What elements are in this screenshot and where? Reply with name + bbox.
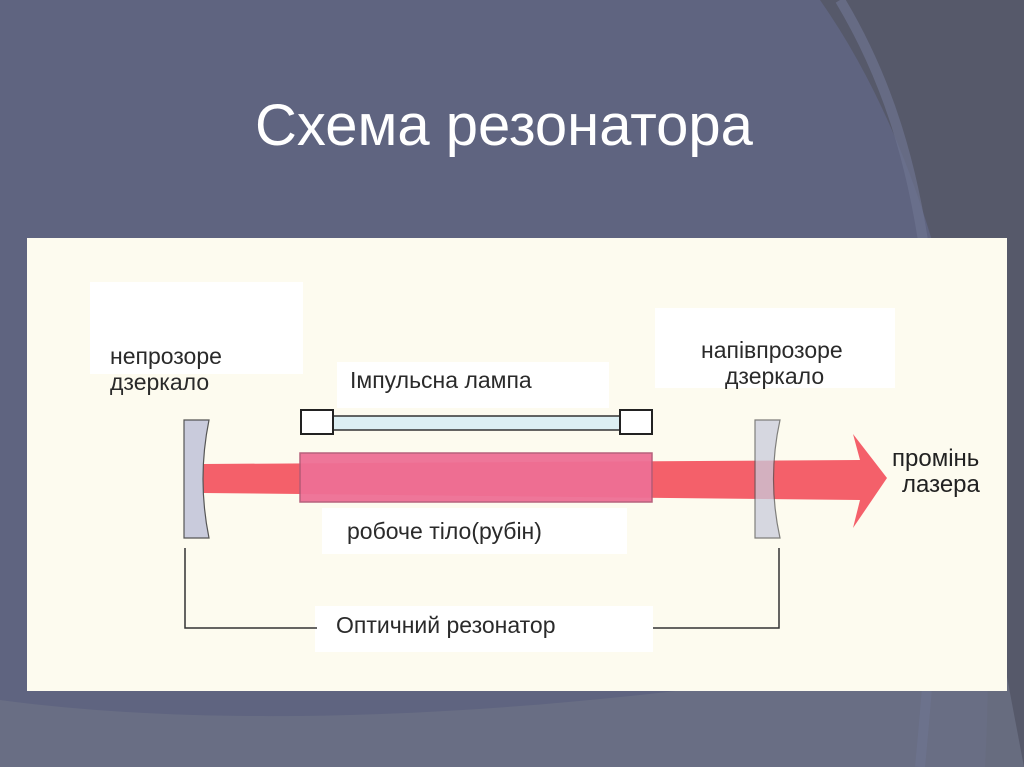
- resonator-label: Оптичний резонатор: [336, 612, 556, 638]
- diagram-panel: непрозоре дзеркало напівпрозоре дзеркало…: [27, 238, 1007, 691]
- laser-beam-label: промінь лазера: [892, 446, 980, 498]
- resonator-bracket-left: [184, 548, 317, 629]
- semi-mirror-label-bg: [655, 308, 895, 388]
- opaque-mirror-label-bg: [90, 282, 303, 374]
- semi-mirror-label-line1: напівпрозоре: [701, 337, 843, 363]
- background-swoosh-bottom: [0, 640, 1024, 767]
- ruby-rod: [299, 452, 653, 503]
- opaque-mirror-label-line2: дзеркало: [110, 369, 210, 395]
- laser-beam-label-line1: промінь: [892, 445, 980, 472]
- resonator-bracket-right: [653, 548, 780, 629]
- semi-mirror-label: напівпрозоре дзеркало: [701, 337, 843, 389]
- lamp-end-left: [300, 409, 334, 435]
- resonator-label-bg: [315, 606, 653, 652]
- opaque-mirror: [183, 419, 210, 539]
- opaque-mirror-label: непрозоре дзеркало: [110, 343, 222, 395]
- semi-transparent-mirror: [754, 419, 781, 539]
- working-body-label: робоче тіло(рубін): [347, 518, 542, 544]
- lamp-tube: [329, 415, 623, 431]
- opaque-mirror-label-line1: непрозоре: [110, 343, 222, 369]
- resonator-diagram: [90, 282, 895, 652]
- lamp-end-right: [619, 409, 653, 435]
- slide-title: Схема резонатора: [255, 93, 753, 158]
- semi-mirror-label-line2: дзеркало: [725, 363, 825, 389]
- lamp-label-bg: [337, 362, 609, 408]
- lamp-label: Імпульсна лампа: [350, 367, 532, 393]
- background-swoosh-top: [820, 0, 1024, 767]
- laser-beam-label-line2: лазера: [902, 471, 980, 498]
- working-body-label-bg: [322, 508, 627, 554]
